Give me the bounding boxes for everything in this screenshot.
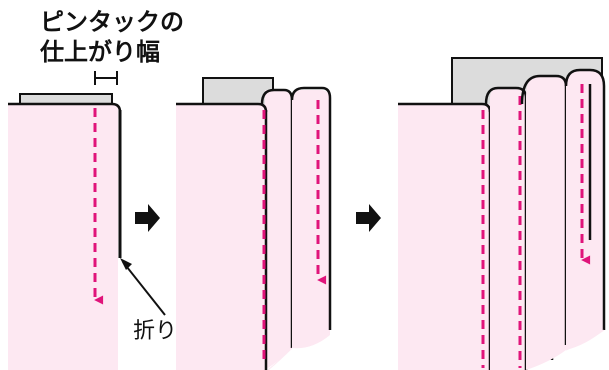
step-3-fabric [398, 104, 490, 370]
tuck-width-indicator [94, 71, 118, 85]
step-3-new-tuck [526, 76, 566, 370]
fold-ridge-callout [120, 258, 166, 316]
step-2-panel [176, 77, 327, 370]
step-arrow-2 [356, 204, 381, 232]
step-3-panel [398, 57, 606, 370]
step-2-tuck-layer [265, 90, 292, 370]
step-arrow-1 [135, 204, 160, 232]
step-1-under-layer-edge [19, 93, 113, 105]
pintuck-width-label-line1: ピンタックの [40, 8, 184, 36]
step-2-new-tuck [290, 86, 332, 349]
step-1-fabric [8, 104, 118, 370]
pintuck-width-label-line2: 仕上がり幅 [39, 38, 160, 66]
step-1-panel [8, 71, 122, 370]
